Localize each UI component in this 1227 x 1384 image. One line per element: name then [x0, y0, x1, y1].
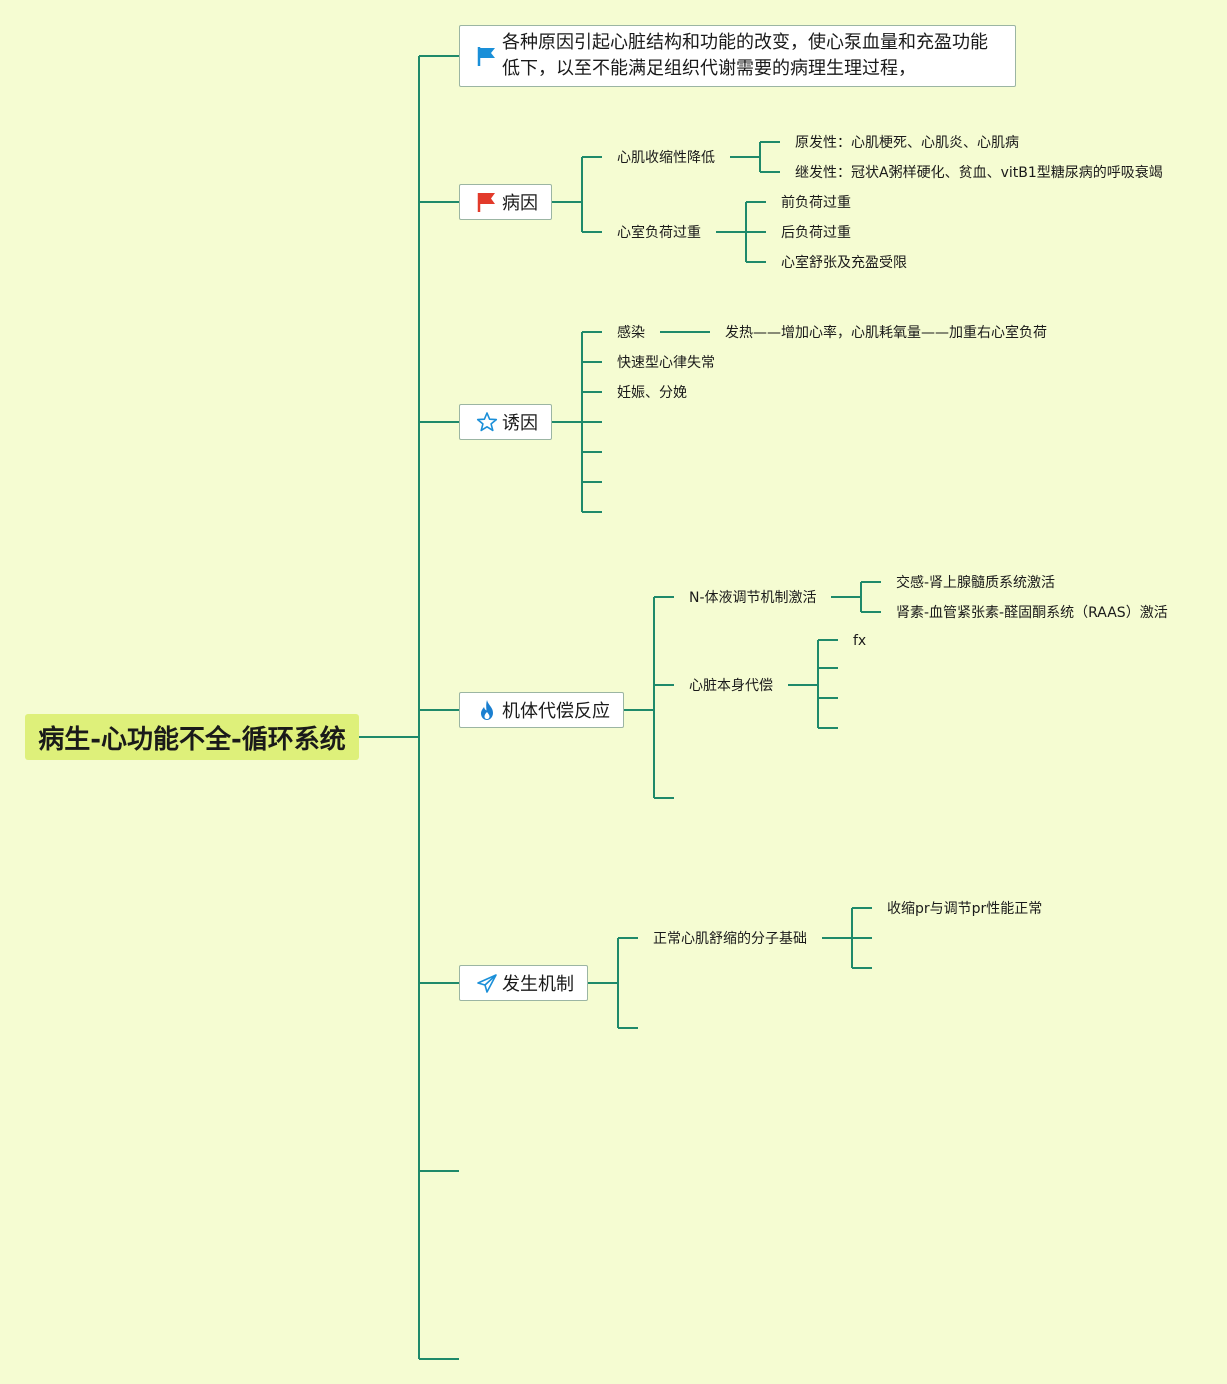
- topic-cause[interactable]: 病因: [459, 184, 552, 220]
- node-tachyarrhythmia[interactable]: 快速型心律失常: [617, 355, 715, 371]
- topic-compensation-label: 机体代偿反应: [502, 701, 610, 722]
- node-molecular-basis[interactable]: 正常心肌舒缩的分子基础: [653, 931, 807, 947]
- root-topic[interactable]: 病生-心功能不全-循环系统: [25, 714, 359, 760]
- node-neurohumoral[interactable]: N-体液调节机制激活: [689, 590, 817, 606]
- node-sympathetic[interactable]: 交感-肾上腺髓质系统激活: [896, 575, 1056, 591]
- topic-mechanism[interactable]: 发生机制: [459, 965, 588, 1001]
- node-infection[interactable]: 感染: [617, 325, 645, 341]
- node-raas[interactable]: 肾素-血管紧张素-醛固酮系统（RAAS）激活: [896, 605, 1168, 621]
- paper-plane-icon: [477, 974, 497, 993]
- topic-compensation[interactable]: 机体代偿反应: [459, 692, 624, 728]
- node-cardiac-compensation[interactable]: 心脏本身代偿: [689, 678, 773, 694]
- red-flag-icon: [477, 193, 495, 212]
- topic-cause-label: 病因: [502, 193, 538, 214]
- node-fx[interactable]: fx: [853, 633, 867, 649]
- node-preload[interactable]: 前负荷过重: [781, 195, 851, 211]
- flame-icon: [481, 700, 493, 720]
- topic-trigger-label: 诱因: [502, 413, 538, 434]
- node-overload[interactable]: 心室负荷过重: [617, 225, 701, 241]
- node-contractility[interactable]: 心肌收缩性降低: [617, 150, 715, 166]
- node-infection-detail[interactable]: 发热——增加心率，心肌耗氧量——加重右心室负荷: [725, 325, 1047, 341]
- node-diastolic-filling[interactable]: 心室舒张及充盈受限: [781, 255, 907, 271]
- node-pregnancy[interactable]: 妊娠、分娩: [617, 385, 687, 401]
- blue-flag-icon: [477, 47, 495, 66]
- node-contractility-secondary[interactable]: 继发性：冠状A粥样硬化、贫血、vitB1型糖尿病的呼吸衰竭: [795, 165, 1163, 181]
- topic-mechanism-label: 发生机制: [502, 974, 574, 995]
- definition-topic[interactable]: 各种原因引起心脏结构和功能的改变，使心泵血量和充盈功能低下，以至不能满足组织代谢…: [459, 25, 1016, 87]
- star-outline-icon: [476, 412, 498, 432]
- node-protein-function[interactable]: 收缩pr与调节pr性能正常: [887, 901, 1043, 917]
- node-afterload[interactable]: 后负荷过重: [781, 225, 851, 241]
- topic-trigger[interactable]: 诱因: [459, 404, 552, 440]
- node-contractility-primary[interactable]: 原发性：心肌梗死、心肌炎、心肌病: [795, 135, 1019, 151]
- definition-text: 各种原因引起心脏结构和功能的改变，使心泵血量和充盈功能低下，以至不能满足组织代谢…: [502, 32, 988, 79]
